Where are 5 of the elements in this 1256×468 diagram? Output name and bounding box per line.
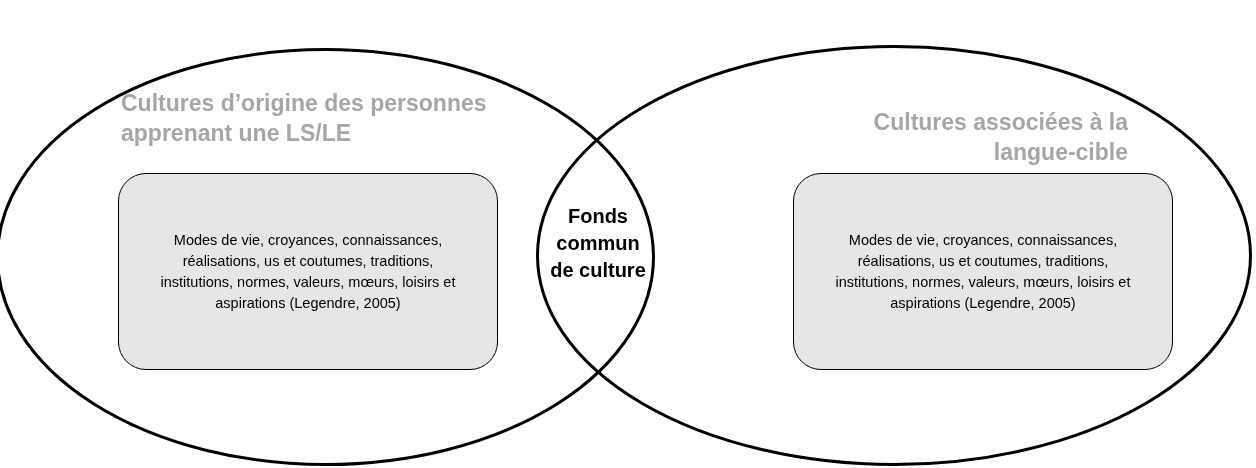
circle-heading: Cultures associées à la langue-cible	[873, 109, 1128, 165]
text-box: Modes de vie, croyances, connaissances, réalisations, us et coutumes, traditions, institutions, normes, valeurs, mœurs, loisirs et aspirations (Legendre, 2005)	[793, 173, 1173, 370]
circle-heading: Cultures d’origine des personnes apprenant une LS/LE	[121, 90, 487, 146]
overlap-label: Fonds commun de culture	[549, 203, 647, 283]
text-box: Modes de vie, croyances, connaissances, réalisations, us et coutumes, traditions, institutions, normes, valeurs, mœurs, loisirs et aspirations (Legendre, 2005)	[118, 173, 498, 370]
